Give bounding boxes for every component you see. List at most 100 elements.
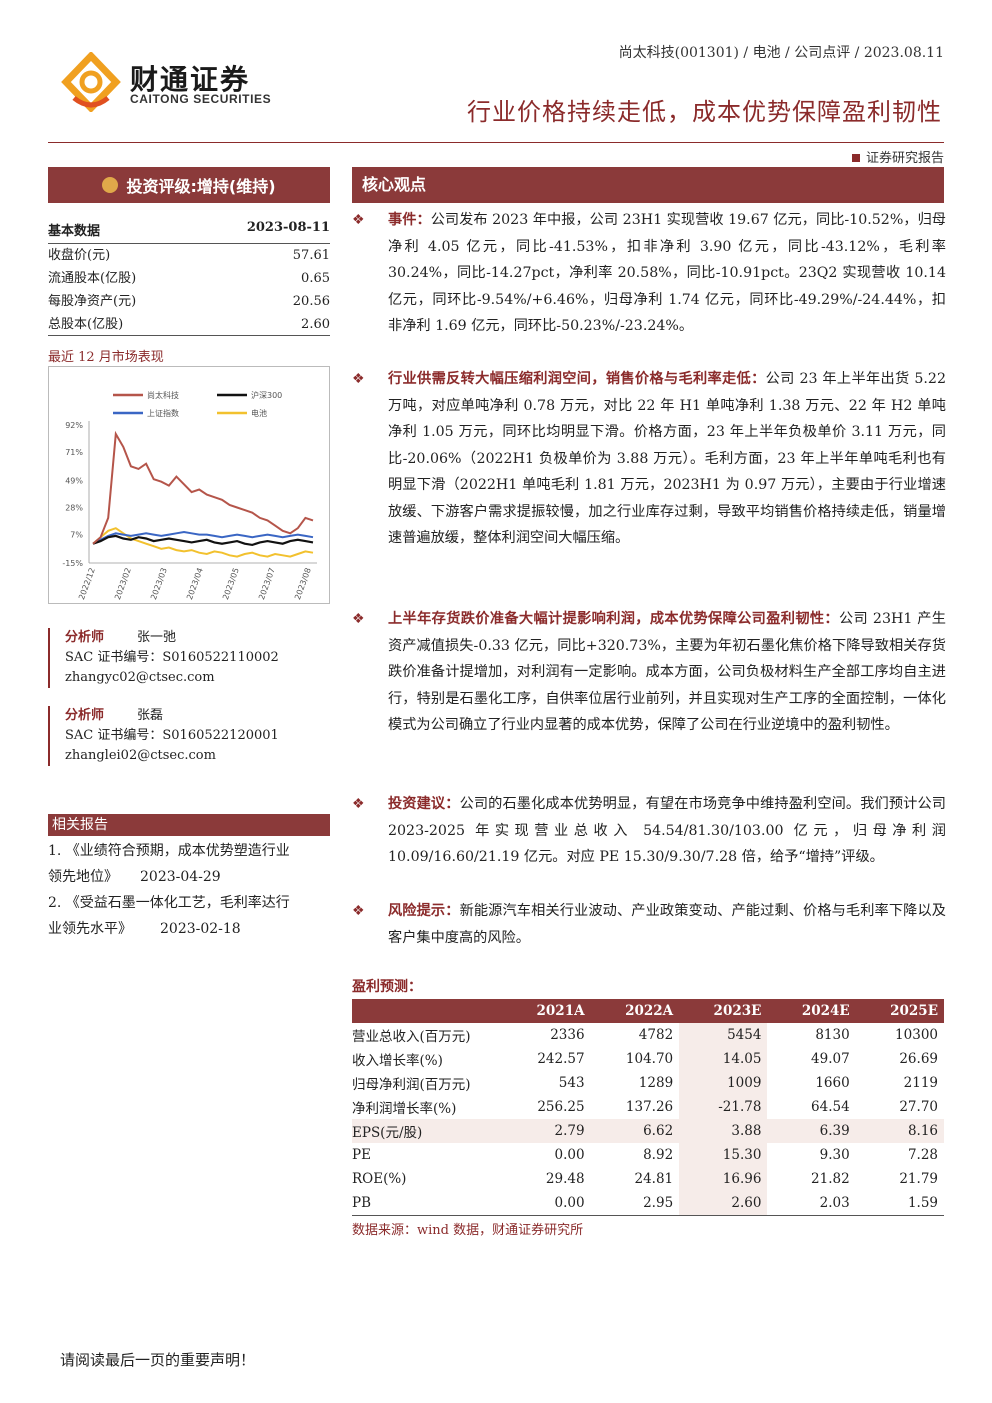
paragraph-head: 上半年存货跌价准备大幅计提影响利润，成本优势保障公司盈利韧性： — [388, 611, 839, 627]
forecast-cell: 0.00 — [554, 1147, 585, 1163]
forecast-col-header: 2022A — [590, 999, 680, 1023]
analyst-card: 分析师张磊 SAC 证书编号：S0160522120001 zhanglei02… — [48, 706, 330, 766]
basic-row: 总股本(亿股) 2.60 — [48, 313, 330, 336]
paragraph-head: 投资建议： — [388, 796, 460, 812]
core-paragraph: ❖ 上半年存货跌价准备大幅计提影响利润，成本优势保障公司盈利韧性：公司 23H1… — [352, 606, 946, 739]
forecast-row-label: PB — [352, 1191, 502, 1216]
rating-bar: 投资评级:增持(维持) — [48, 167, 330, 203]
forecast-cell: 8.16 — [855, 1119, 944, 1143]
forecast-cell: 2119 — [903, 1075, 938, 1091]
forecast-cell: 2.79 — [502, 1119, 591, 1143]
basic-data-table: 基本数据 2023-08-11 收盘价(元)57.61 流通股本(亿股) 0.65… — [48, 220, 330, 336]
forecast-label: 盈利预测： — [352, 979, 422, 995]
forecast-cell: 4782 — [638, 1027, 674, 1043]
analyst-email[interactable]: zhangyc02@ctsec.com — [65, 670, 215, 685]
forecast-cell: 8.92 — [643, 1147, 674, 1163]
forecast-table: 2021A 2022A 2023E 2024E 2025E 营业总收入(百万元)… — [352, 999, 944, 1216]
paragraph-head: 行业供需反转大幅压缩利润空间，销售价格与毛利率走低： — [388, 371, 766, 387]
core-paragraph: ❖ 行业供需反转大幅压缩利润空间，销售价格与毛利率走低：公司 23 年上半年出货… — [352, 366, 946, 552]
forecast-col-header: 2024E — [767, 999, 856, 1023]
report-title: 行业价格持续走低，成本优势保障盈利韧性 — [467, 98, 942, 126]
forecast-cell: 3.88 — [679, 1119, 768, 1143]
analyst-email[interactable]: zhanglei02@ctsec.com — [65, 748, 216, 763]
basic-data-date: 2023-08-11 — [246, 220, 330, 235]
market-chart-svg: 尚太科技沪深300上证指数电池92%71%49%28%7%-15%2022/12… — [62, 390, 317, 601]
forecast-row-label: ROE(%) — [352, 1171, 407, 1187]
forecast-cell: 21.79 — [899, 1171, 938, 1187]
forecast-col-header: 2021A — [502, 999, 591, 1023]
series-line-4 — [92, 527, 314, 558]
forecast-row-label: PE — [352, 1147, 371, 1163]
forecast-cell: 1660 — [815, 1075, 850, 1091]
forecast-header-row: 2021A 2022A 2023E 2024E 2025E — [352, 999, 944, 1023]
y-tick-label: 71% — [65, 448, 83, 457]
x-tick-label: 2023/07 — [257, 567, 277, 601]
forecast-cell: 1009 — [679, 1071, 768, 1095]
basic-row: 流通股本(亿股) 0.65 — [48, 267, 330, 290]
caitong-logo-icon — [61, 50, 121, 114]
forecast-cell: 27.70 — [899, 1099, 938, 1115]
core-view-title: 核心观点 — [352, 167, 944, 203]
forecast-col-header: 2025E — [855, 999, 944, 1023]
core-paragraph: ❖ 风险提示：新能源汽车相关行业波动、产业政策变动、产能过剩、价格与毛利率下降以… — [352, 898, 946, 951]
forecast-cell: 0.00 — [502, 1191, 591, 1216]
analyst-role: 分析师 — [65, 630, 105, 645]
paragraph-body: 新能源汽车相关行业波动、产业政策变动、产能过剩、价格与毛利率下降以及客户集中度高… — [388, 903, 946, 946]
basic-label: 流通股本(亿股) — [48, 271, 137, 286]
series-line-3 — [92, 530, 314, 545]
forecast-cell: 242.57 — [537, 1051, 585, 1067]
forecast-row-label: 营业总收入(百万元) — [352, 1029, 471, 1045]
y-tick-label: 49% — [65, 476, 83, 485]
forecast-cell: 1.59 — [855, 1191, 944, 1216]
basic-value: 57.61 — [292, 248, 330, 263]
paragraph-body: 公司发布 2023 年中报，公司 23H1 实现营收 19.67 亿元，同比-1… — [388, 212, 946, 334]
basic-row: 收盘价(元)57.61 — [48, 244, 330, 267]
forecast-cell: 5454 — [679, 1023, 768, 1047]
basic-value: 20.56 — [292, 294, 330, 309]
legend-label: 上证指数 — [147, 408, 179, 418]
core-paragraph: ❖ 投资建议：公司的石墨化成本优势明显，有望在市场竞争中维持盈利空间。我们预计公… — [352, 791, 946, 871]
forecast-cell: 10300 — [895, 1027, 938, 1043]
basic-row: 每股净资产(元)20.56 — [48, 290, 330, 313]
header-divider — [48, 142, 944, 143]
forecast-cell: 49.07 — [811, 1051, 850, 1067]
basic-label: 总股本(亿股) — [48, 317, 124, 332]
forecast-cell: 64.54 — [811, 1099, 850, 1115]
forecast-cell: 2.95 — [590, 1191, 680, 1216]
forecast-col-header: 2023E — [679, 999, 768, 1023]
square-icon — [851, 154, 860, 162]
forecast-cell: 21.82 — [811, 1171, 850, 1187]
basic-value: 0.65 — [301, 271, 330, 286]
related-report-line[interactable]: 业领先水平》 — [48, 921, 132, 937]
report-meta: 尚太科技(001301) / 电池 / 公司点评 / 2023.08.11 — [618, 45, 944, 61]
forecast-cell: 9.30 — [819, 1147, 850, 1163]
forecast-row-label: EPS(元/股) — [352, 1119, 502, 1143]
x-tick-label: 2022/12 — [77, 567, 97, 601]
core-paragraph: ❖ 事件：公司发布 2023 年中报，公司 23H1 实现营收 19.67 亿元… — [352, 207, 946, 340]
related-report-item[interactable]: 领先地位》2023-04-29 — [48, 864, 333, 890]
forecast-cell: 14.05 — [679, 1047, 768, 1071]
x-tick-label: 2023/05 — [221, 567, 241, 601]
logo-text-cn: 财通证券 — [130, 63, 251, 96]
x-tick-label: 2023/03 — [149, 567, 169, 601]
forecast-col-header — [352, 999, 502, 1023]
related-report-line[interactable]: 领先地位》 — [48, 869, 118, 885]
analyst-name: 张磊 — [137, 708, 164, 723]
basic-value: 2.60 — [301, 317, 330, 332]
series-line-2 — [92, 534, 314, 547]
basic-data-title: 基本数据 — [48, 224, 101, 239]
forecast-cell: 6.62 — [590, 1119, 680, 1143]
y-tick-label: 7% — [70, 531, 83, 540]
legend-label: 电池 — [251, 408, 267, 418]
forecast-cell: 6.39 — [767, 1119, 856, 1143]
related-report-line[interactable]: 1. 《业绩符合预期，成本优势塑造行业 — [48, 843, 290, 859]
related-report-line[interactable]: 2. 《受益石墨一体化工艺，毛利率达行 — [48, 895, 290, 911]
paragraph-body: 公司 23H1 产生资产减值损失-0.33 亿元，同比+320.73%，主要为年… — [388, 611, 946, 733]
related-report-item[interactable]: 业领先水平》2023-02-18 — [48, 916, 333, 942]
